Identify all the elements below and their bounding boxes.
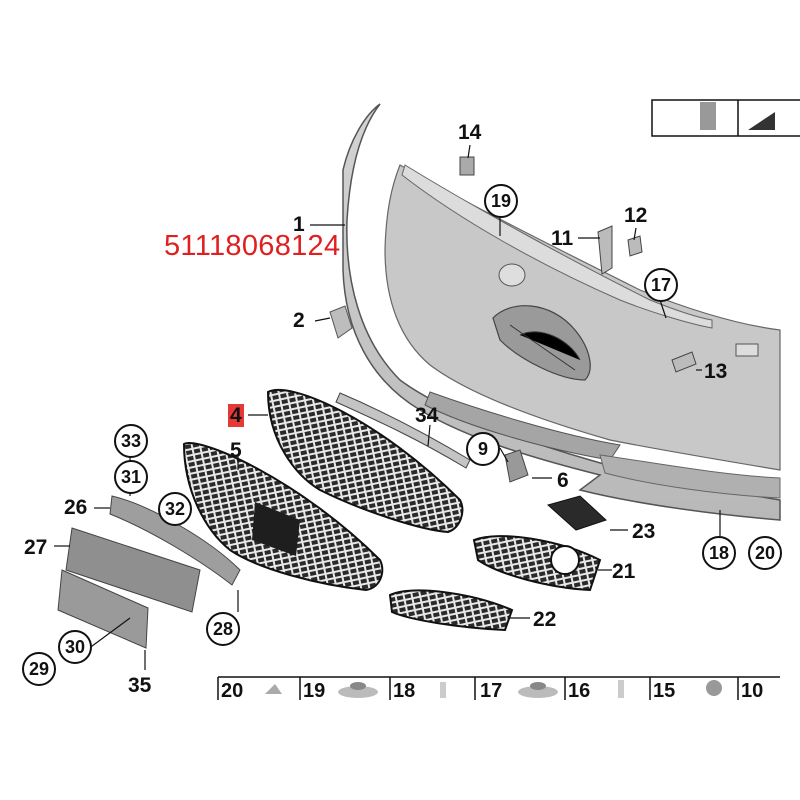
callout-20: 20 xyxy=(748,536,782,570)
strip-num-15: 15 xyxy=(653,680,676,702)
strip-num-10: 10 xyxy=(741,680,764,702)
callout-18: 18 xyxy=(702,536,736,570)
callout-4-highlighted: 4 xyxy=(228,404,244,427)
bumper-cover xyxy=(342,103,781,521)
callout-9: 9 xyxy=(466,432,500,466)
callout-32: 32 xyxy=(158,492,192,526)
callout-6: 6 xyxy=(557,469,569,492)
callout-11: 11 xyxy=(551,227,574,250)
strip-num-19: 19 xyxy=(303,680,326,702)
strip-num-16: 16 xyxy=(568,680,591,702)
callout-29: 29 xyxy=(22,652,56,686)
callout-33: 33 xyxy=(114,424,148,458)
hardware-strip xyxy=(217,676,780,700)
strip-num-17: 17 xyxy=(480,680,503,702)
callout-5: 5 xyxy=(230,439,242,462)
callout-19: 19 xyxy=(484,184,518,218)
callout-17: 17 xyxy=(644,268,678,302)
callout-28: 28 xyxy=(206,612,240,646)
callout-2: 2 xyxy=(293,309,305,332)
callout-4-wrap: 4 xyxy=(228,404,244,427)
callout-34: 34 xyxy=(415,404,439,427)
callout-14: 14 xyxy=(458,121,482,144)
callout-13: 13 xyxy=(704,360,728,383)
strip-num-20: 20 xyxy=(221,680,244,702)
strip-num-18: 18 xyxy=(393,680,416,702)
callout-23: 23 xyxy=(632,520,656,543)
callout-1: 1 xyxy=(293,213,305,236)
callout-30: 30 xyxy=(58,630,92,664)
part-number: 51118068124 xyxy=(164,230,341,262)
inset-box xyxy=(651,99,800,137)
callout-21: 21 xyxy=(612,560,636,583)
callout-35: 35 xyxy=(128,674,152,697)
callout-27: 27 xyxy=(24,536,48,559)
callout-26: 26 xyxy=(64,496,88,519)
callout-31: 31 xyxy=(114,460,148,494)
callout-22: 22 xyxy=(533,608,557,631)
callout-12: 12 xyxy=(624,204,648,227)
